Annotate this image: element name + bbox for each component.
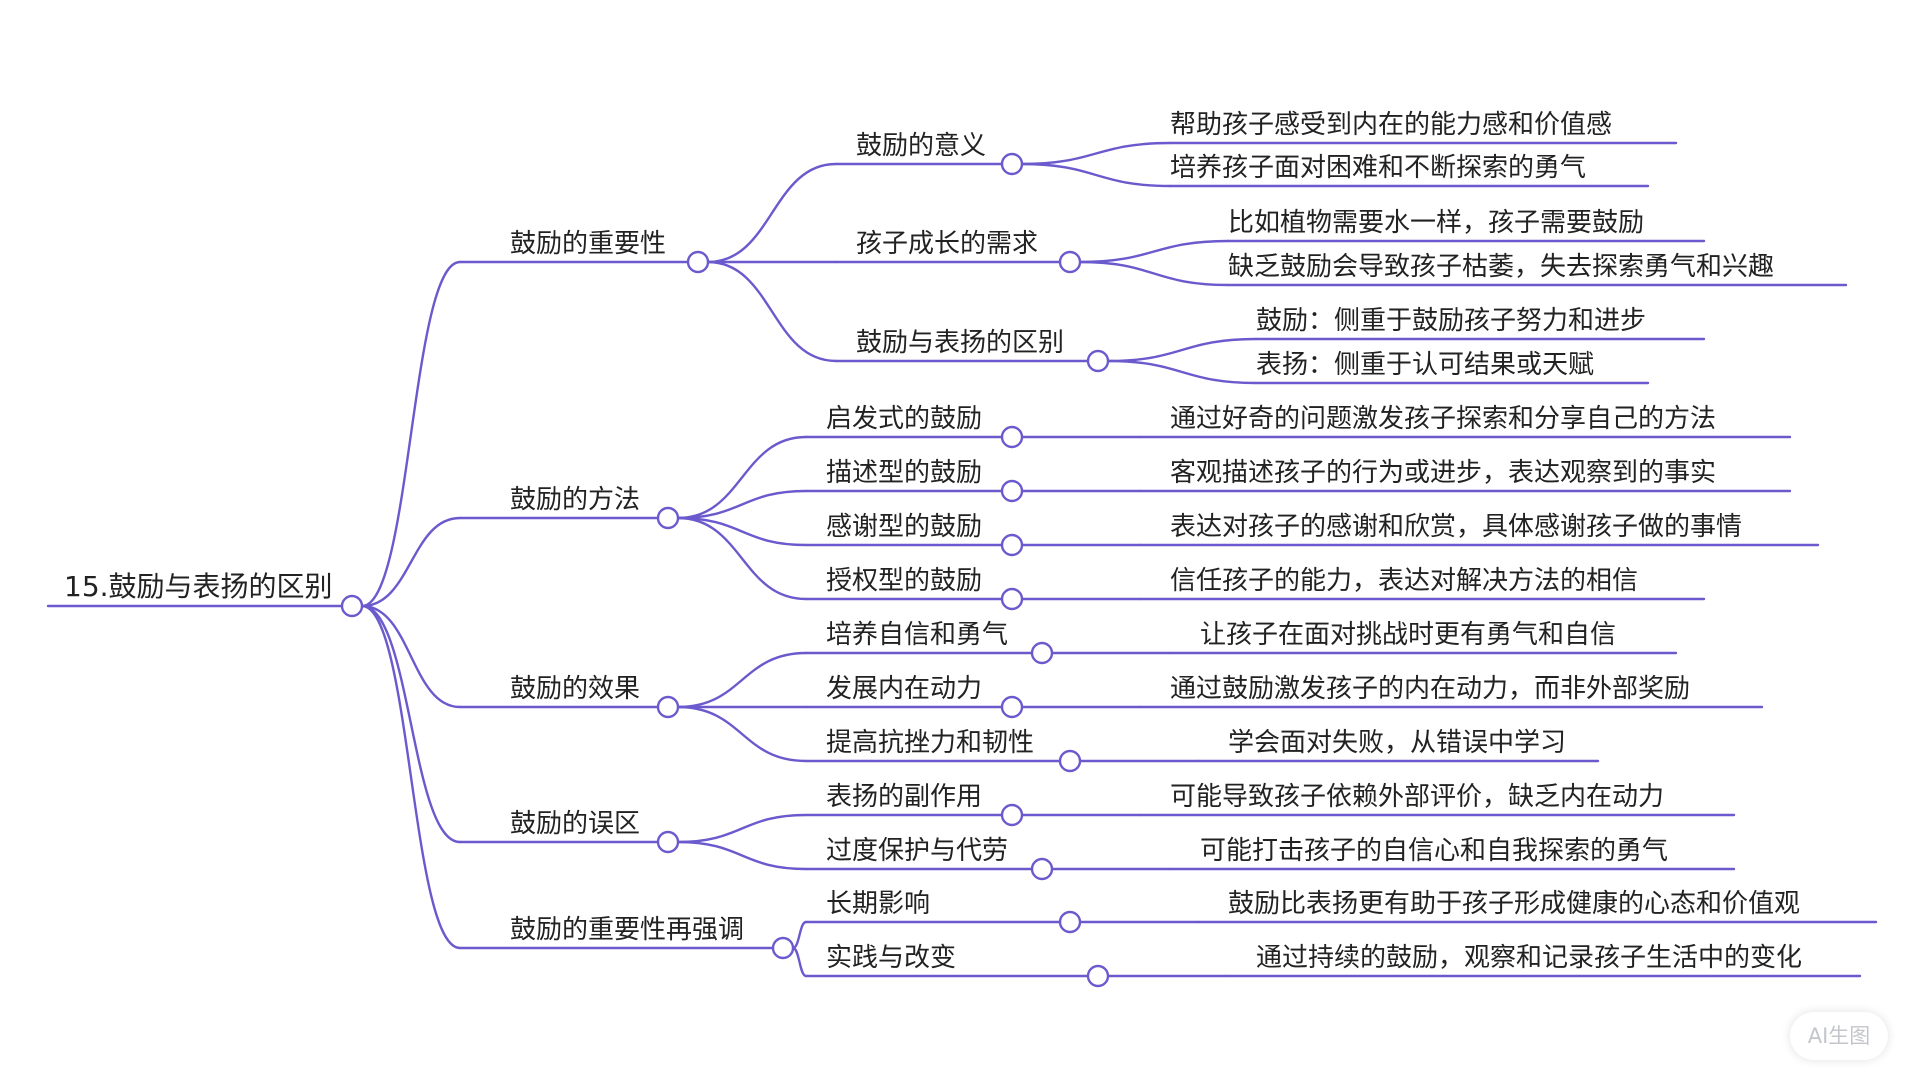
- topic-label: 实践与改变: [826, 943, 956, 973]
- edge-root-to-branch: [360, 260, 462, 608]
- detail-text: 可能导致孩子依赖外部评价，缺乏内在动力: [1170, 782, 1664, 812]
- branch-label: 鼓励的重要性再强调: [510, 915, 744, 945]
- detail-text: 学会面对失败，从错误中学习: [1228, 728, 1566, 758]
- topic-node-circle: [1030, 857, 1054, 881]
- detail-text: 客观描述孩子的行为或进步，表达观察到的事实: [1170, 458, 1716, 488]
- branch-node-circle: [771, 936, 795, 960]
- topic-node-circle: [1058, 250, 1082, 274]
- detail-text: 表达对孩子的感谢和欣赏，具体感谢孩子做的事情: [1170, 512, 1742, 542]
- ai-image-watermark: AI生图: [1790, 1012, 1888, 1060]
- topic-label: 启发式的鼓励: [826, 404, 982, 434]
- edge-branch-to-topic: [676, 516, 808, 547]
- edge-branch-to-topic: [676, 651, 808, 709]
- detail-text: 比如植物需要水一样，孩子需要鼓励: [1228, 208, 1644, 238]
- topic-label: 鼓励的意义: [856, 131, 986, 161]
- detail-text: 可能打击孩子的自信心和自我探索的勇气: [1200, 836, 1668, 866]
- detail-text: 通过好奇的问题激发孩子探索和分享自己的方法: [1170, 404, 1716, 434]
- branch-node-circle: [686, 250, 710, 274]
- edge-root-to-branch: [360, 604, 462, 709]
- detail-text: 通过鼓励激发孩子的内在动力，而非外部奖励: [1170, 674, 1690, 704]
- topic-label: 提高抗挫力和韧性: [826, 728, 1034, 758]
- edge-branch-to-topic: [791, 920, 808, 950]
- topic-node-circle: [1086, 349, 1110, 373]
- edge-branch-to-topic: [676, 840, 808, 871]
- edge-branch-to-topic: [676, 435, 808, 520]
- detail-text: 信任孩子的能力，表达对解决方法的相信: [1170, 566, 1638, 596]
- topic-label: 长期影响: [826, 889, 930, 919]
- detail-text: 缺乏鼓励会导致孩子枯萎，失去探索勇气和兴趣: [1228, 252, 1774, 282]
- topic-label: 孩子成长的需求: [856, 229, 1038, 259]
- edge-branch-to-topic: [676, 813, 808, 844]
- topic-label: 描述型的鼓励: [826, 458, 982, 488]
- detail-text: 让孩子在面对挑战时更有勇气和自信: [1200, 620, 1616, 650]
- topic-node-circle: [1000, 803, 1024, 827]
- topic-node-circle: [1058, 749, 1082, 773]
- detail-text: 培养孩子面对困难和不断探索的勇气: [1170, 153, 1586, 183]
- root-title: 15.鼓励与表扬的区别: [64, 570, 333, 603]
- edge-topic-to-detail: [1078, 260, 1230, 287]
- edge-root-to-branch: [360, 516, 462, 608]
- edge-topic-to-detail: [1020, 162, 1172, 188]
- topic-node-circle: [1000, 587, 1024, 611]
- detail-text: 鼓励：侧重于鼓励孩子努力和进步: [1256, 306, 1646, 336]
- edge-topic-to-detail: [1106, 359, 1258, 385]
- edge-branch-to-topic: [676, 705, 808, 763]
- edge-topic-to-detail: [1020, 141, 1172, 166]
- edge-branch-to-topic: [676, 489, 808, 520]
- topic-node-circle: [1030, 641, 1054, 665]
- detail-text: 帮助孩子感受到内在的能力感和价值感: [1170, 110, 1612, 140]
- topic-label: 发展内在动力: [826, 674, 982, 704]
- topic-label: 培养自信和勇气: [826, 620, 1008, 650]
- edge-branch-to-topic: [791, 946, 808, 978]
- edge-topic-to-detail: [1106, 337, 1258, 363]
- branch-node-circle: [656, 506, 680, 530]
- root-node-circle: [340, 594, 364, 618]
- branch-node-circle: [656, 695, 680, 719]
- branch-label: 鼓励的方法: [510, 485, 640, 515]
- edge-branch-to-topic: [706, 162, 838, 264]
- detail-text: 表扬：侧重于认可结果或天赋: [1256, 350, 1594, 380]
- topic-node-circle: [1000, 533, 1024, 557]
- topic-label: 感谢型的鼓励: [826, 512, 982, 542]
- topic-node-circle: [1000, 479, 1024, 503]
- topic-node-circle: [1000, 695, 1024, 719]
- edge-root-to-branch: [360, 604, 462, 950]
- edge-root-to-branch: [360, 604, 462, 844]
- topic-node-circle: [1086, 964, 1110, 988]
- branch-node-circle: [656, 830, 680, 854]
- detail-text: 鼓励比表扬更有助于孩子形成健康的心态和价值观: [1228, 889, 1800, 919]
- topic-node-circle: [1000, 425, 1024, 449]
- topic-label: 鼓励与表扬的区别: [856, 328, 1064, 358]
- edge-branch-to-topic: [706, 260, 838, 363]
- detail-text: 通过持续的鼓励，观察和记录孩子生活中的变化: [1256, 943, 1802, 973]
- topic-label: 过度保护与代劳: [826, 836, 1008, 866]
- edge-branch-to-topic: [676, 516, 808, 601]
- branch-label: 鼓励的误区: [510, 809, 640, 839]
- topic-node-circle: [1000, 152, 1024, 176]
- edge-topic-to-detail: [1078, 239, 1230, 264]
- topic-label: 表扬的副作用: [826, 782, 982, 812]
- topic-node-circle: [1058, 910, 1082, 934]
- branch-label: 鼓励的效果: [510, 674, 640, 704]
- topic-label: 授权型的鼓励: [826, 566, 982, 596]
- branch-label: 鼓励的重要性: [510, 229, 666, 259]
